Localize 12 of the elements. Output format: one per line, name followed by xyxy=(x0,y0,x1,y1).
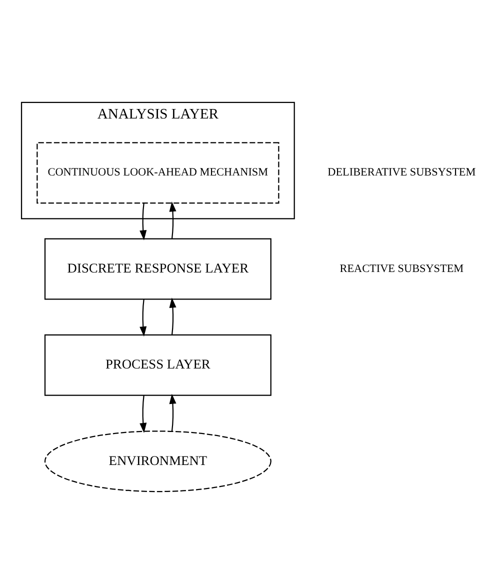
node-box: CONTINUOUS LOOK-AHEAD MECHANISM xyxy=(36,142,280,204)
label: REACTIVE SUBSYSTEM xyxy=(340,262,464,274)
arrow xyxy=(169,297,176,334)
arrow xyxy=(140,298,147,336)
arrow xyxy=(140,394,147,433)
node-ellipse: ENVIRONMENT xyxy=(44,430,272,492)
arrow xyxy=(169,393,176,431)
arrow xyxy=(169,201,176,238)
label: DELIBERATIVE SUBSYSTEM xyxy=(328,166,476,178)
arrow xyxy=(140,202,147,240)
node-box: DISCRETE RESPONSE LAYER xyxy=(44,238,272,300)
node-box: PROCESS LAYER xyxy=(44,334,272,396)
